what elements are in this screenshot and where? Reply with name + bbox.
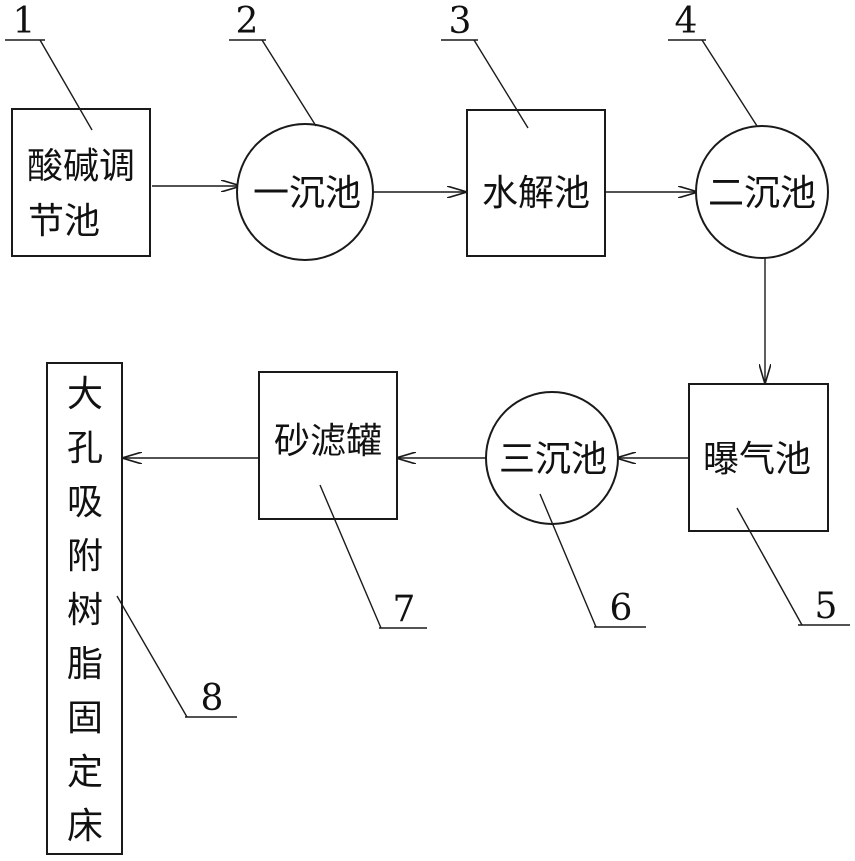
- unit-8-label: 大 孔 吸 附 树 脂 固 定 床: [67, 374, 103, 847]
- unit-8-char: 床: [67, 806, 103, 847]
- callout-7: 7: [319, 484, 427, 630]
- unit-7-box: [258, 371, 398, 520]
- callout-8-leader: [116, 595, 188, 718]
- callout-4: 4: [668, 1, 758, 127]
- callout-6-number: 6: [610, 588, 633, 629]
- callout-3-leader: [473, 39, 529, 129]
- unit-6-label: 三沉池: [499, 439, 607, 480]
- callout-6: 6: [539, 493, 646, 629]
- callout-3-number: 3: [449, 1, 472, 42]
- unit-8-char: 大: [67, 374, 103, 415]
- callout-1-leader: [39, 39, 93, 131]
- unit-7-label: 砂滤罐: [274, 421, 382, 462]
- callout-2-leader: [261, 39, 317, 127]
- callout-7-number: 7: [393, 589, 416, 630]
- callout-8-number: 8: [201, 678, 224, 719]
- unit-8-char: 附: [67, 536, 103, 577]
- unit-3-box: [466, 109, 606, 257]
- callout-1-number: 1: [13, 1, 36, 42]
- unit-2-circle: [236, 123, 374, 261]
- callout-3: 3: [441, 1, 529, 129]
- unit-8-char: 吸: [67, 482, 103, 523]
- unit-2-label: 一沉池: [253, 173, 361, 214]
- callout-1: 1: [5, 1, 93, 131]
- callout-2: 2: [229, 1, 317, 127]
- unit-4-circle: [695, 125, 829, 259]
- unit-1-label-line-2: 节池: [28, 201, 100, 242]
- unit-3-label: 水解池: [482, 173, 590, 214]
- unit-1-label-line-1: 酸碱调: [27, 146, 135, 187]
- unit-4-label: 二沉池: [708, 173, 816, 214]
- callout-4-number: 4: [675, 1, 698, 42]
- unit-8-char: 孔: [67, 428, 103, 469]
- callout-5-number: 5: [815, 586, 838, 627]
- unit-5-box: [688, 383, 829, 532]
- unit-5-label: 曝气池: [703, 439, 811, 480]
- callout-4-leader: [701, 39, 758, 127]
- callout-8: 8: [116, 595, 237, 719]
- unit-8-char: 定: [67, 752, 103, 793]
- unit-8-char: 脂: [67, 644, 103, 685]
- unit-8-char: 树: [67, 590, 103, 631]
- callout-6-leader: [539, 493, 597, 628]
- unit-8-box: [46, 362, 123, 855]
- callout-2-number: 2: [236, 1, 259, 42]
- callout-5-leader: [736, 507, 803, 626]
- callout-7-leader: [319, 484, 382, 629]
- unit-8-char: 固: [67, 698, 103, 739]
- callout-5: 5: [736, 507, 850, 627]
- unit-1-box: [11, 108, 151, 257]
